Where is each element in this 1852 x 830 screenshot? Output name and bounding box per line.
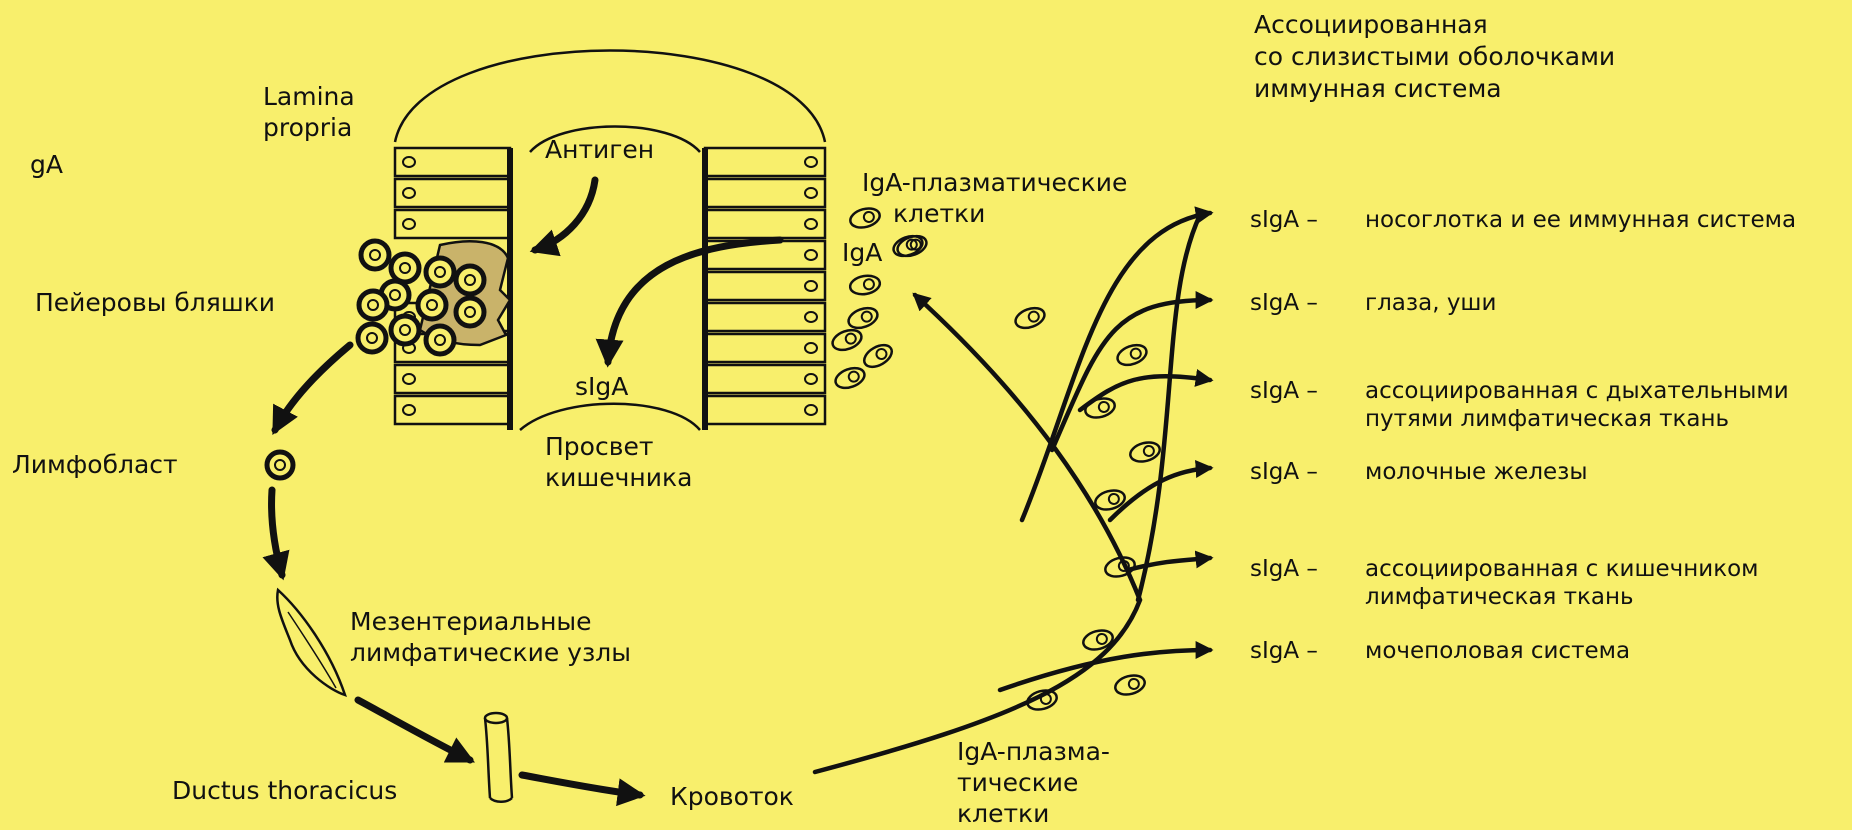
label-ga: gA — [30, 150, 63, 180]
target-siga-1: sIgA – — [1250, 289, 1318, 317]
target-siga-2: sIgA – — [1250, 377, 1318, 405]
plasma-cell — [846, 304, 880, 331]
cell-nucleus — [805, 343, 817, 353]
plasma-cell — [861, 341, 896, 372]
label-plasma-top-2: клетки — [893, 199, 985, 229]
cell-nucleus — [805, 157, 817, 167]
lymphocyte — [391, 316, 419, 344]
target-text-2a: ассоциированная с дыхательными — [1365, 377, 1789, 405]
label-plasma-bottom-1: IgA-плазма- — [957, 737, 1110, 767]
lymphocyte — [456, 266, 484, 294]
plasma-cell — [1113, 672, 1147, 697]
label-plasma-bottom-2: тические — [957, 768, 1078, 798]
lymphocyte — [391, 254, 419, 282]
epithelial-cell — [395, 179, 510, 207]
cell-nucleus — [403, 157, 415, 167]
target-text-4b: лимфатическая ткань — [1365, 583, 1634, 611]
lymphocyte — [359, 291, 387, 319]
epithelial-cell — [705, 365, 825, 393]
plasma-cell — [833, 364, 867, 391]
lymphoblast-cell — [267, 452, 293, 478]
title-line-2: со слизистыми оболочками — [1254, 42, 1615, 72]
plasma-cell — [1083, 395, 1117, 420]
epithelial-cell — [705, 396, 825, 424]
epithelial-cell — [705, 148, 825, 176]
arrow-node-to-duct — [358, 700, 470, 760]
arrow-lymphoblast-to-node — [272, 490, 282, 575]
label-peyer: Пейеровы бляшки — [35, 288, 275, 318]
plasma-cell — [1128, 439, 1162, 464]
right-epithelium — [705, 148, 825, 430]
label-lumen-1: Просвет — [545, 432, 653, 462]
plasma-cell — [1013, 304, 1047, 331]
epithelial-cell — [705, 272, 825, 300]
epithelial-cell — [395, 365, 510, 393]
label-lamina-2: propria — [263, 113, 352, 143]
label-lamina-1: Lamina — [263, 82, 355, 112]
label-mesenteric-2: лимфатические узлы — [350, 638, 631, 668]
label-lumen-2: кишечника — [545, 463, 692, 493]
cell-nucleus — [805, 281, 817, 291]
epithelial-cell — [705, 179, 825, 207]
target-text-5: мочеполовая система — [1365, 637, 1630, 665]
label-bloodstream: Кровоток — [670, 782, 794, 812]
target-text-3: молочные железы — [1365, 458, 1588, 486]
plasma-cell — [830, 326, 864, 353]
target-siga-0: sIgA – — [1250, 206, 1318, 234]
label-mesenteric-1: Мезентериальные — [350, 607, 592, 637]
title-line-3: иммунная система — [1254, 74, 1502, 104]
target-text-4a: ассоциированная с кишечником — [1365, 555, 1759, 583]
epithelial-cell — [705, 210, 825, 238]
label-ductus: Ductus thoracicus — [172, 776, 397, 806]
label-plasma-bottom-3: клетки — [957, 799, 1049, 829]
label-plasma-top-iga: IgA — [842, 238, 882, 268]
epithelial-cell — [395, 148, 510, 176]
label-plasma-top-1: IgA-плазматические — [862, 168, 1127, 198]
epithelial-cell — [705, 334, 825, 362]
thoracic-duct — [485, 713, 512, 802]
cell-nucleus — [403, 219, 415, 229]
arrow-antigen — [535, 180, 595, 250]
lymphocyte — [358, 324, 386, 352]
epithelial-cell — [395, 396, 510, 424]
target-text-1: глаза, уши — [1365, 289, 1496, 317]
label-lymphoblast: Лимфобласт — [12, 450, 178, 480]
cell-nucleus — [805, 312, 817, 322]
cell-nucleus — [805, 188, 817, 198]
cell-nucleus — [805, 405, 817, 415]
label-siga-lumen: sIgA — [575, 372, 628, 402]
label-antigen: Антиген — [545, 135, 654, 165]
target-siga-3: sIgA – — [1250, 458, 1318, 486]
distribution-tree — [815, 213, 1210, 772]
lymphocyte — [361, 241, 389, 269]
cell-nucleus — [805, 219, 817, 229]
plasma-cells-top — [830, 205, 929, 391]
mesenteric-node — [277, 590, 345, 695]
plasma-cell — [849, 274, 882, 297]
lymphocyte — [456, 298, 484, 326]
lymphocyte — [426, 326, 454, 354]
arrow-duct-to-blood — [522, 775, 640, 795]
cell-nucleus — [403, 374, 415, 384]
plasma-cell — [1115, 341, 1149, 368]
epithelial-cell — [705, 303, 825, 331]
target-siga-5: sIgA – — [1250, 637, 1318, 665]
target-text-0: носоглотка и ее иммунная система — [1365, 206, 1796, 234]
arrow-peyer-to-lymphoblast — [275, 345, 350, 430]
plasma-cells-tree — [1013, 304, 1162, 712]
cell-nucleus — [403, 405, 415, 415]
cell-nucleus — [805, 250, 817, 260]
epithelial-cell — [395, 210, 510, 238]
cell-nucleus — [403, 188, 415, 198]
lymphocyte — [418, 291, 446, 319]
cell-nucleus — [805, 374, 817, 384]
plasma-cell — [848, 205, 882, 230]
title-line-1: Ассоциированная — [1254, 10, 1488, 40]
target-siga-4: sIgA – — [1250, 555, 1318, 583]
target-text-2b: путями лимфатическая ткань — [1365, 405, 1729, 433]
lymphocyte — [426, 258, 454, 286]
